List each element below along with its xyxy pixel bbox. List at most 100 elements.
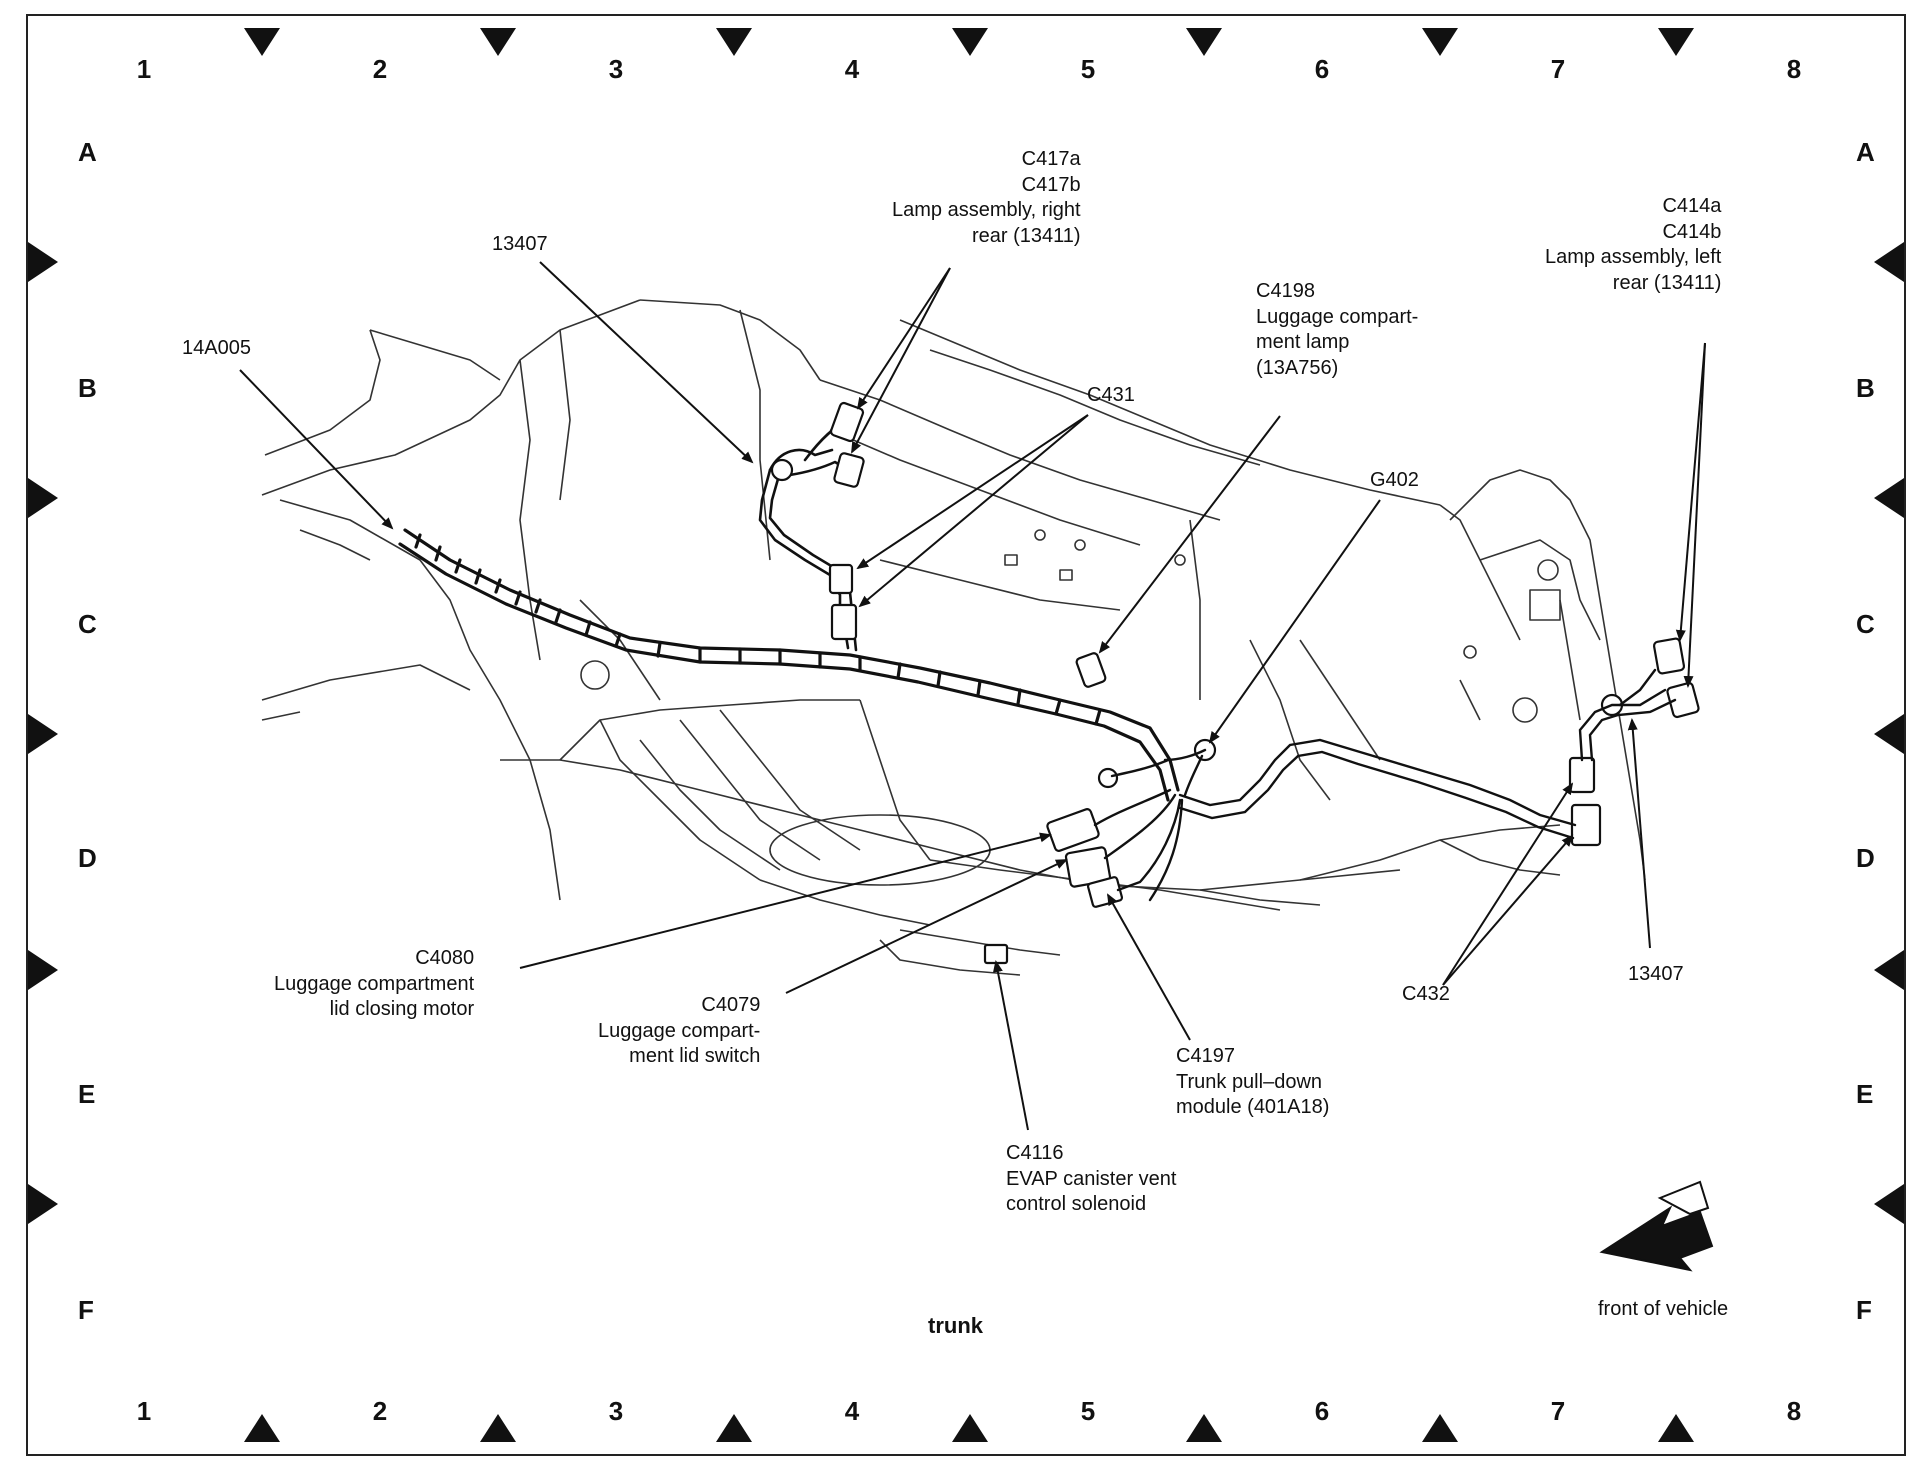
callout-line: Luggage compart- (598, 1019, 761, 1042)
callout-line: C4080 (415, 947, 475, 969)
grid-row-E-left: E (78, 1079, 96, 1109)
callout-line: C4116 (1006, 1142, 1064, 1164)
callout-line: module (401A18) (1176, 1096, 1330, 1119)
grid-column-2-bottom: 2 (372, 1396, 388, 1426)
grid-marker-bottom-4 (952, 1414, 988, 1442)
callout-line: 14A005 (182, 337, 251, 359)
center-branches (1093, 668, 1677, 902)
grid-column-1-top: 1 (136, 54, 152, 84)
grid-column-6-bottom: 6 (1314, 1396, 1330, 1426)
callout-line: rear (13411) (972, 224, 1081, 247)
callout-line: lid closing motor (329, 998, 475, 1021)
grid-column-4-bottom: 4 (844, 1396, 860, 1426)
callout-line: C417a (1021, 148, 1081, 170)
grid-marker-bottom-1 (244, 1414, 280, 1442)
grid-marker-top-2 (480, 28, 516, 56)
callout-line: (13A756) (1256, 356, 1339, 379)
grid-row-D-left: D (78, 843, 97, 873)
diagram-frame (26, 14, 1906, 1456)
grid-marker-left-1 (28, 242, 58, 282)
callout-13407-top: 13407 (492, 232, 548, 258)
callout-line: rear (13411) (1612, 271, 1722, 294)
callout-line: G402 (1370, 469, 1419, 491)
callout-line: ment lamp (1256, 331, 1350, 354)
grid-marker-bottom-7 (1658, 1414, 1694, 1442)
callout-g402: G402 (1370, 468, 1419, 494)
grid-marker-top-1 (244, 28, 280, 56)
callout-line: C431 (1087, 384, 1135, 406)
grid-marker-left-3 (28, 714, 58, 754)
grid-row-C-left: C (78, 609, 97, 639)
grid-column-8-top: 8 (1786, 54, 1802, 84)
callout-line: ment lid switch (629, 1045, 761, 1068)
grid-row-E-right: E (1856, 1079, 1874, 1109)
callout-line: EVAP canister vent (1006, 1167, 1177, 1190)
callout-line: 13407 (1628, 963, 1684, 985)
callout-line: Luggage compart- (1256, 305, 1419, 328)
grid-marker-right-2 (1874, 478, 1904, 518)
grid-row-F-right: F (1856, 1295, 1872, 1325)
grid-marker-right-3 (1874, 714, 1904, 754)
leader-lines (239, 261, 1706, 1131)
grid-row-A-left: A (78, 137, 97, 167)
grid-column-5-top: 5 (1080, 54, 1096, 84)
grid-marker-bottom-3 (716, 1414, 752, 1442)
callout-line: C417b (1021, 173, 1081, 196)
grid-column-8-bottom: 8 (1786, 1396, 1802, 1426)
grid-column-6-top: 6 (1314, 54, 1330, 84)
callout-line: C4079 (701, 994, 761, 1016)
grid-marker-top-4 (952, 28, 988, 56)
grid-row-B-left: B (78, 373, 97, 403)
main-harness (398, 528, 1180, 802)
grid-marker-left-2 (28, 478, 58, 518)
grid-markers (28, 28, 1904, 1442)
grid-row-B-right: B (1856, 373, 1875, 403)
grid-column-7-bottom: 7 (1550, 1396, 1566, 1426)
callout-line: Lamp assembly, right (892, 199, 1081, 222)
callout-13407-bottom: 13407 (1628, 962, 1684, 988)
grid-column-4-top: 4 (844, 54, 860, 84)
grid-marker-right-5 (1874, 1184, 1904, 1224)
grid-column-2-top: 2 (372, 54, 388, 84)
callout-14a005: 14A005 (182, 336, 251, 362)
callout-line: Trunk pull–down (1176, 1070, 1323, 1093)
grid-column-1-bottom: 1 (136, 1396, 152, 1426)
connectors (770, 401, 1700, 965)
grid-marker-bottom-6 (1422, 1414, 1458, 1442)
callout-line: control solenoid (1006, 1193, 1147, 1216)
grid-marker-left-5 (28, 1184, 58, 1224)
callout-line: Luggage compartment (274, 972, 475, 995)
callout-line: C432 (1402, 983, 1450, 1005)
grid-marker-top-3 (716, 28, 752, 56)
grid-row-A-right: A (1856, 137, 1875, 167)
grid-marker-top-5 (1186, 28, 1222, 56)
grid-marker-right-1 (1874, 242, 1904, 282)
diagram-caption: trunk (928, 1313, 983, 1338)
callout-line: C4197 (1176, 1045, 1235, 1067)
grid-column-5-bottom: 5 (1080, 1396, 1096, 1426)
grid-row-F-left: F (78, 1295, 94, 1325)
front-of-vehicle-label: front of vehicle (1598, 1298, 1729, 1320)
grid-marker-top-6 (1422, 28, 1458, 56)
grid-marker-bottom-2 (480, 1414, 516, 1442)
callout-line: C414a (1662, 195, 1722, 217)
grid-marker-top-7 (1658, 28, 1694, 56)
grid-marker-left-4 (28, 950, 58, 990)
callout-line: 13407 (492, 233, 548, 255)
grid-column-3-bottom: 3 (608, 1396, 624, 1426)
callout-line: Lamp assembly, left (1545, 246, 1722, 269)
grid-column-3-top: 3 (608, 54, 624, 84)
callout-line: C4198 (1256, 280, 1315, 302)
grid-marker-right-4 (1874, 950, 1904, 990)
grid-row-D-right: D (1856, 843, 1875, 873)
callout-c432: C432 (1402, 982, 1450, 1008)
grid-row-C-right: C (1856, 609, 1875, 639)
grid-column-7-top: 7 (1550, 54, 1566, 84)
